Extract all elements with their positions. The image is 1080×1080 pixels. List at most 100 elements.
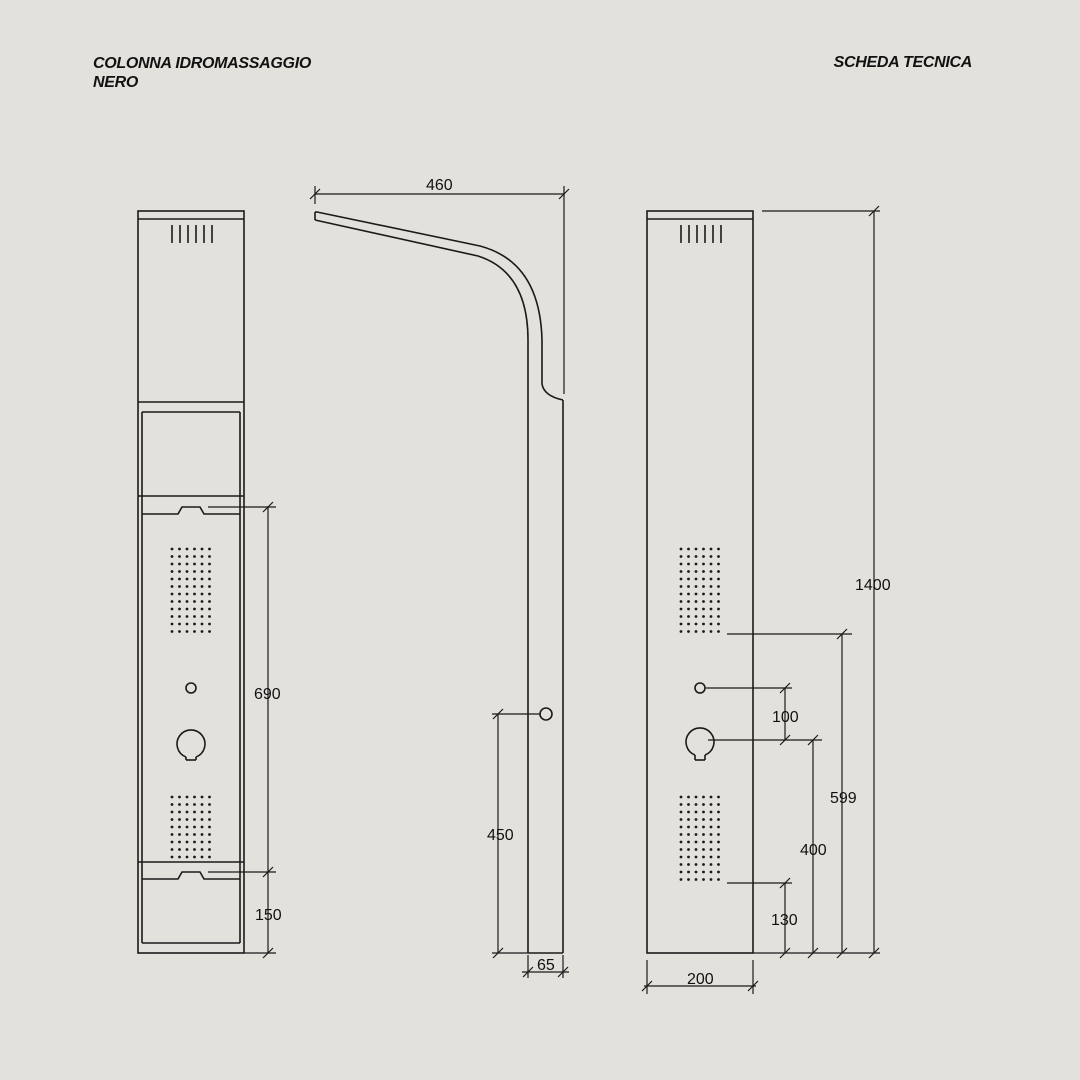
front-jets-upper [170,547,211,633]
jet-hole [717,825,720,829]
jet-hole [170,810,174,814]
jet-hole [717,863,720,866]
jet-hole [178,810,181,814]
jet-hole [208,840,211,844]
jet-hole [185,547,189,551]
jet-hole [709,547,713,551]
jet-hole [200,795,204,799]
dim-right-130: 130 [771,912,798,929]
jet-hole [687,562,690,566]
jet-hole [717,607,720,611]
jet-hole [178,855,181,859]
jet-hole [694,810,698,814]
jet-hole [694,833,698,836]
jet-hole [687,848,690,851]
jet-hole [178,585,181,588]
jet-hole [679,870,683,874]
jet-hole [687,615,690,618]
jet-hole [709,622,713,626]
jet-hole [702,833,705,836]
jet-hole [679,577,683,581]
jet-hole [709,870,713,874]
side-shower-outlet [539,707,553,721]
jet-hole [170,607,174,611]
jet-hole [717,562,720,566]
right-jets-lower [679,795,720,881]
jet-hole [200,630,204,633]
jet-hole [208,622,211,626]
jet-hole [200,547,204,551]
jet-hole [185,848,189,851]
jet-hole [702,863,705,866]
dim-side-450: 450 [487,827,514,844]
jet-hole [717,870,720,874]
jet-hole [709,863,713,866]
jet-hole [170,570,174,573]
front-jets-lower [170,795,211,859]
jet-hole [702,630,705,633]
jet-hole [170,630,174,633]
jet-hole [694,622,698,626]
jet-hole [208,592,211,596]
jet-hole [185,795,189,799]
jet-hole [717,818,720,821]
jet-hole [185,840,189,844]
jet-hole [702,570,705,573]
jet-hole [193,585,196,588]
jet-hole [208,630,211,633]
jet-hole [717,795,720,799]
jet-hole [702,848,705,851]
jet-hole [170,615,174,618]
jet-hole [702,810,705,814]
jet-hole [702,600,705,603]
jet-hole [200,577,204,581]
jet-hole [185,615,189,618]
front-upper-shelf [138,495,244,515]
jet-hole [717,622,720,626]
jet-hole [709,825,713,829]
jet-hole [178,577,181,581]
jet-hole [208,555,211,558]
jet-hole [679,818,683,821]
jet-hole [709,833,713,836]
jet-hole [170,592,174,596]
jet-hole [185,810,189,814]
jet-hole [679,570,683,573]
jet-hole [193,600,196,603]
jet-hole [679,547,683,551]
jet-hole [170,818,174,821]
side-top-arm-upper [316,211,564,401]
jet-hole [193,622,196,626]
jet-hole [702,607,705,611]
jet-hole [185,622,189,626]
jet-hole [193,855,196,859]
right-shower-holder [694,682,706,694]
jet-hole [185,818,189,821]
jet-hole [687,607,690,611]
right-mixer-knob [685,727,715,761]
jet-hole [679,630,683,633]
jet-hole [687,577,690,581]
jet-hole [208,615,211,618]
jet-hole [694,863,698,866]
jet-hole [178,825,181,829]
jet-hole [178,833,181,836]
title-line-2: NERO [93,74,139,91]
jet-hole [702,555,705,558]
jet-hole [200,592,204,596]
jet-hole [702,840,705,844]
jet-hole [208,795,211,799]
jet-hole [178,607,181,611]
jet-hole [694,878,698,881]
jet-hole [185,803,189,806]
front-vent-slots [171,225,213,243]
jet-hole [709,803,713,806]
jet-hole [178,600,181,603]
jet-hole [694,825,698,829]
jet-hole [193,795,196,799]
jet-hole [717,615,720,618]
jet-hole [178,555,181,558]
jet-hole [200,570,204,573]
jet-hole [694,630,698,633]
jet-hole [679,833,683,836]
